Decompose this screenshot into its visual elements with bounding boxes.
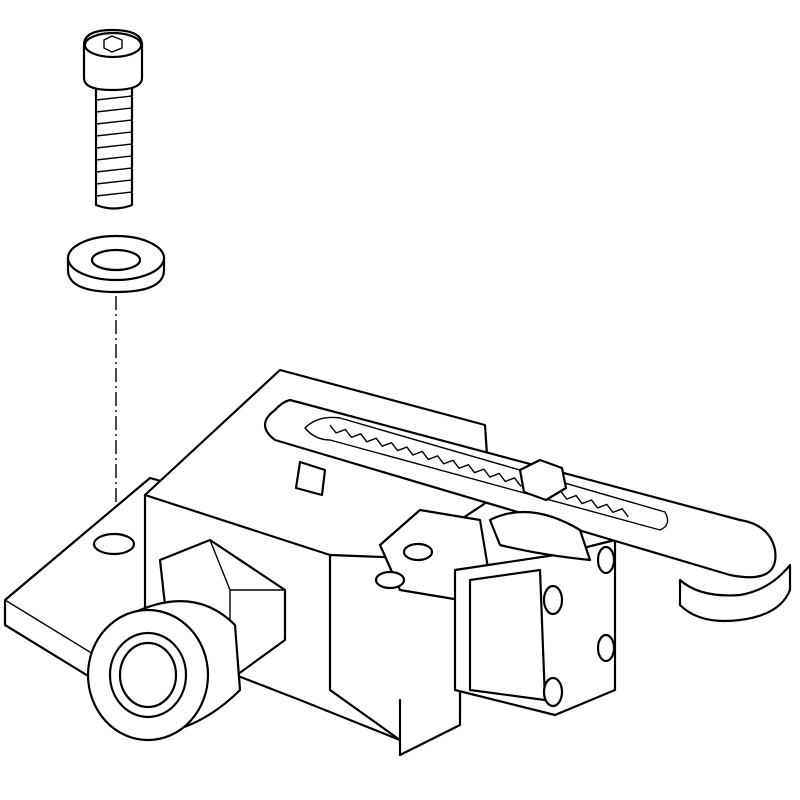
washer (66, 234, 166, 294)
roller-wheel (678, 563, 792, 623)
lever-hub (488, 510, 592, 562)
screw-head (542, 584, 564, 616)
label-plate (294, 460, 327, 497)
socket-head-screw (82, 28, 144, 210)
screw-head (542, 676, 564, 708)
screw-head (596, 633, 616, 663)
hex-nut (518, 458, 568, 502)
screw-head (596, 545, 616, 575)
cable-gland (86, 538, 287, 742)
side-cover (453, 538, 617, 717)
roller-lever-arm (263, 398, 792, 623)
